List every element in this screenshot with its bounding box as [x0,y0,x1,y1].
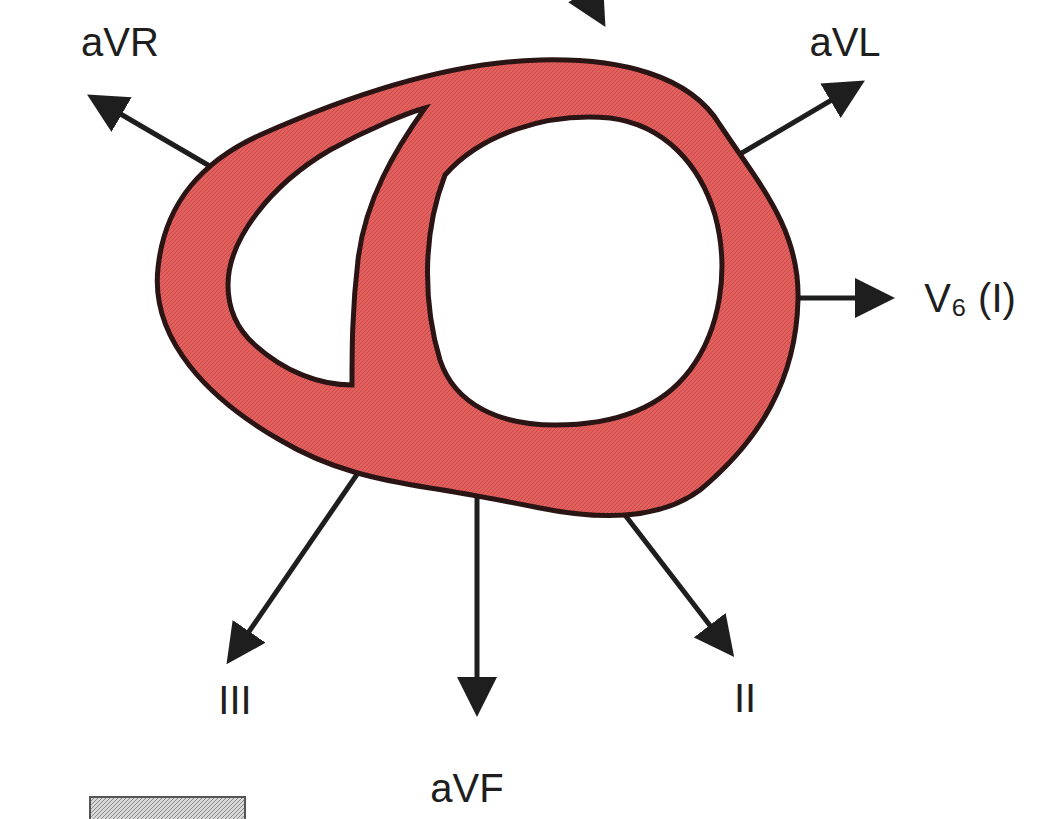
hatch-swatch [90,797,245,819]
left-ventricle [428,117,722,425]
lead-label: aVF [430,768,503,808]
lead-label: aVL [809,22,880,62]
lead-label: V₆ (I) [924,278,1016,318]
lead-arrows [100,0,880,702]
lead-label: III [218,680,251,720]
right-ventricle [228,108,425,385]
lead-label: aVR [81,22,159,62]
lead-label: II [734,678,756,718]
heart-wall [157,60,798,516]
